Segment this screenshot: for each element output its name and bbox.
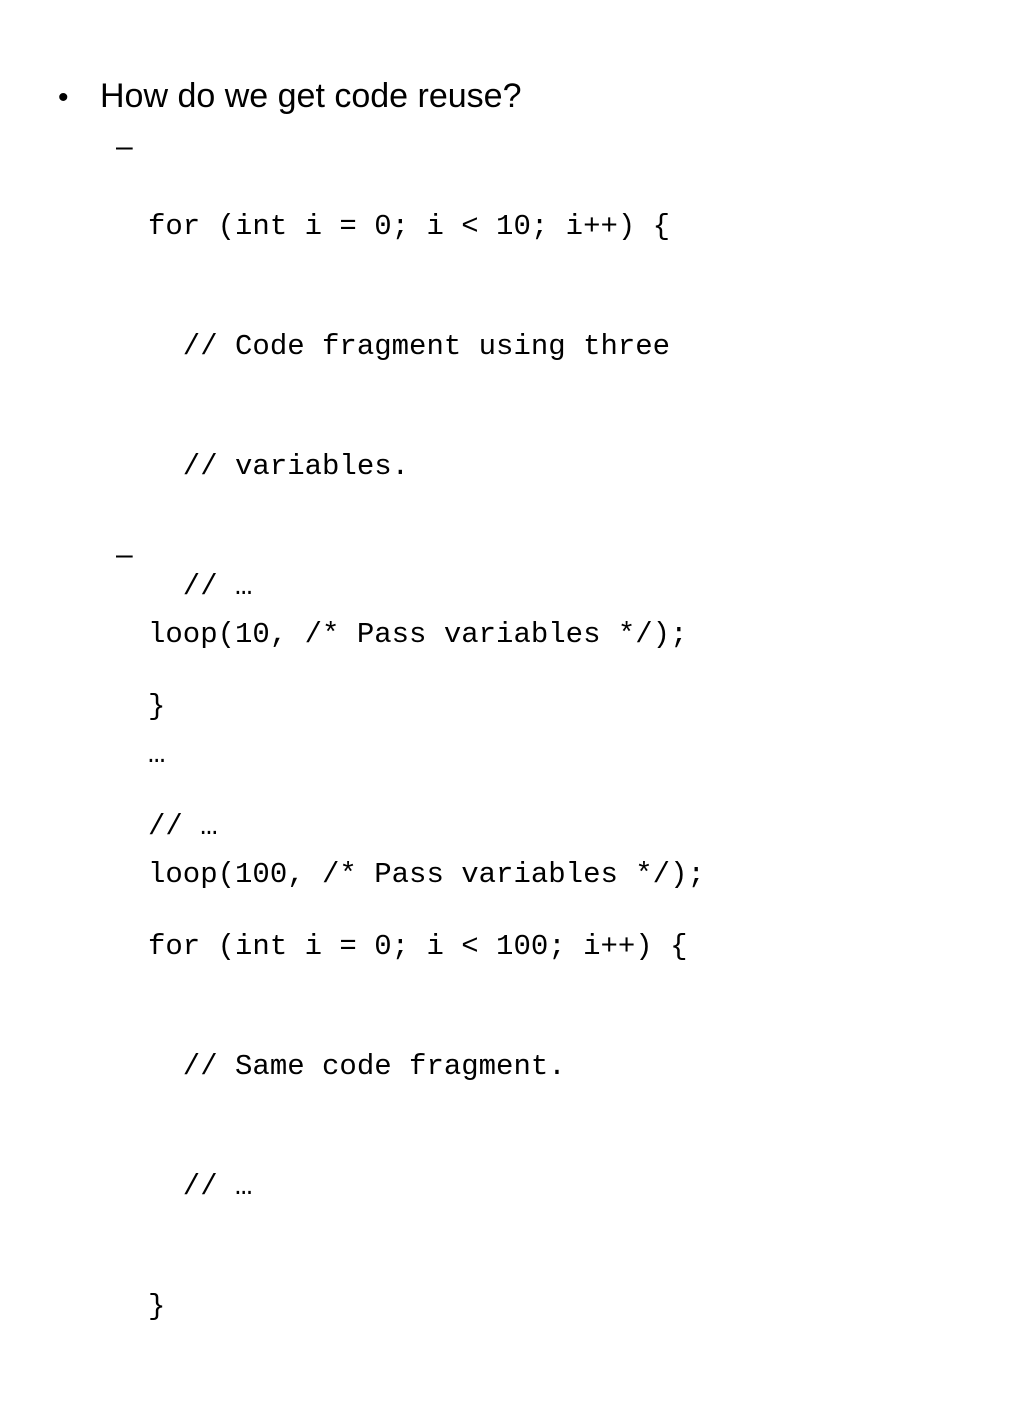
code-line: // Same code fragment.	[148, 1050, 566, 1083]
bullet-dot-icon: •	[58, 81, 69, 114]
slide: • How do we get code reuse? – for (int i…	[58, 74, 705, 1323]
dash-icon: –	[116, 538, 133, 571]
code-line: }	[148, 690, 166, 723]
code-line: loop(10, /* Pass variables */);	[148, 618, 688, 651]
main-bullet: • How do we get code reuse?	[58, 74, 521, 120]
main-bullet-text: How do we get code reuse?	[100, 77, 522, 115]
dash-icon: –	[116, 130, 133, 163]
code-line: }	[148, 1290, 166, 1323]
sub-item-function-calls: – loop(10, /* Pass variables */); … loop…	[116, 535, 705, 975]
code-line: loop(100, /* Pass variables */);	[148, 858, 705, 891]
code-line: // …	[148, 570, 253, 603]
code-line: // variables.	[148, 450, 410, 483]
code-line: …	[148, 738, 166, 771]
code-line: // …	[148, 1170, 253, 1203]
code-line: for (int i = 0; i < 10; i++) {	[148, 210, 671, 243]
code-line: // Code fragment using three	[148, 330, 671, 363]
code-block-calls: loop(10, /* Pass variables */); … loop(1…	[148, 535, 705, 975]
